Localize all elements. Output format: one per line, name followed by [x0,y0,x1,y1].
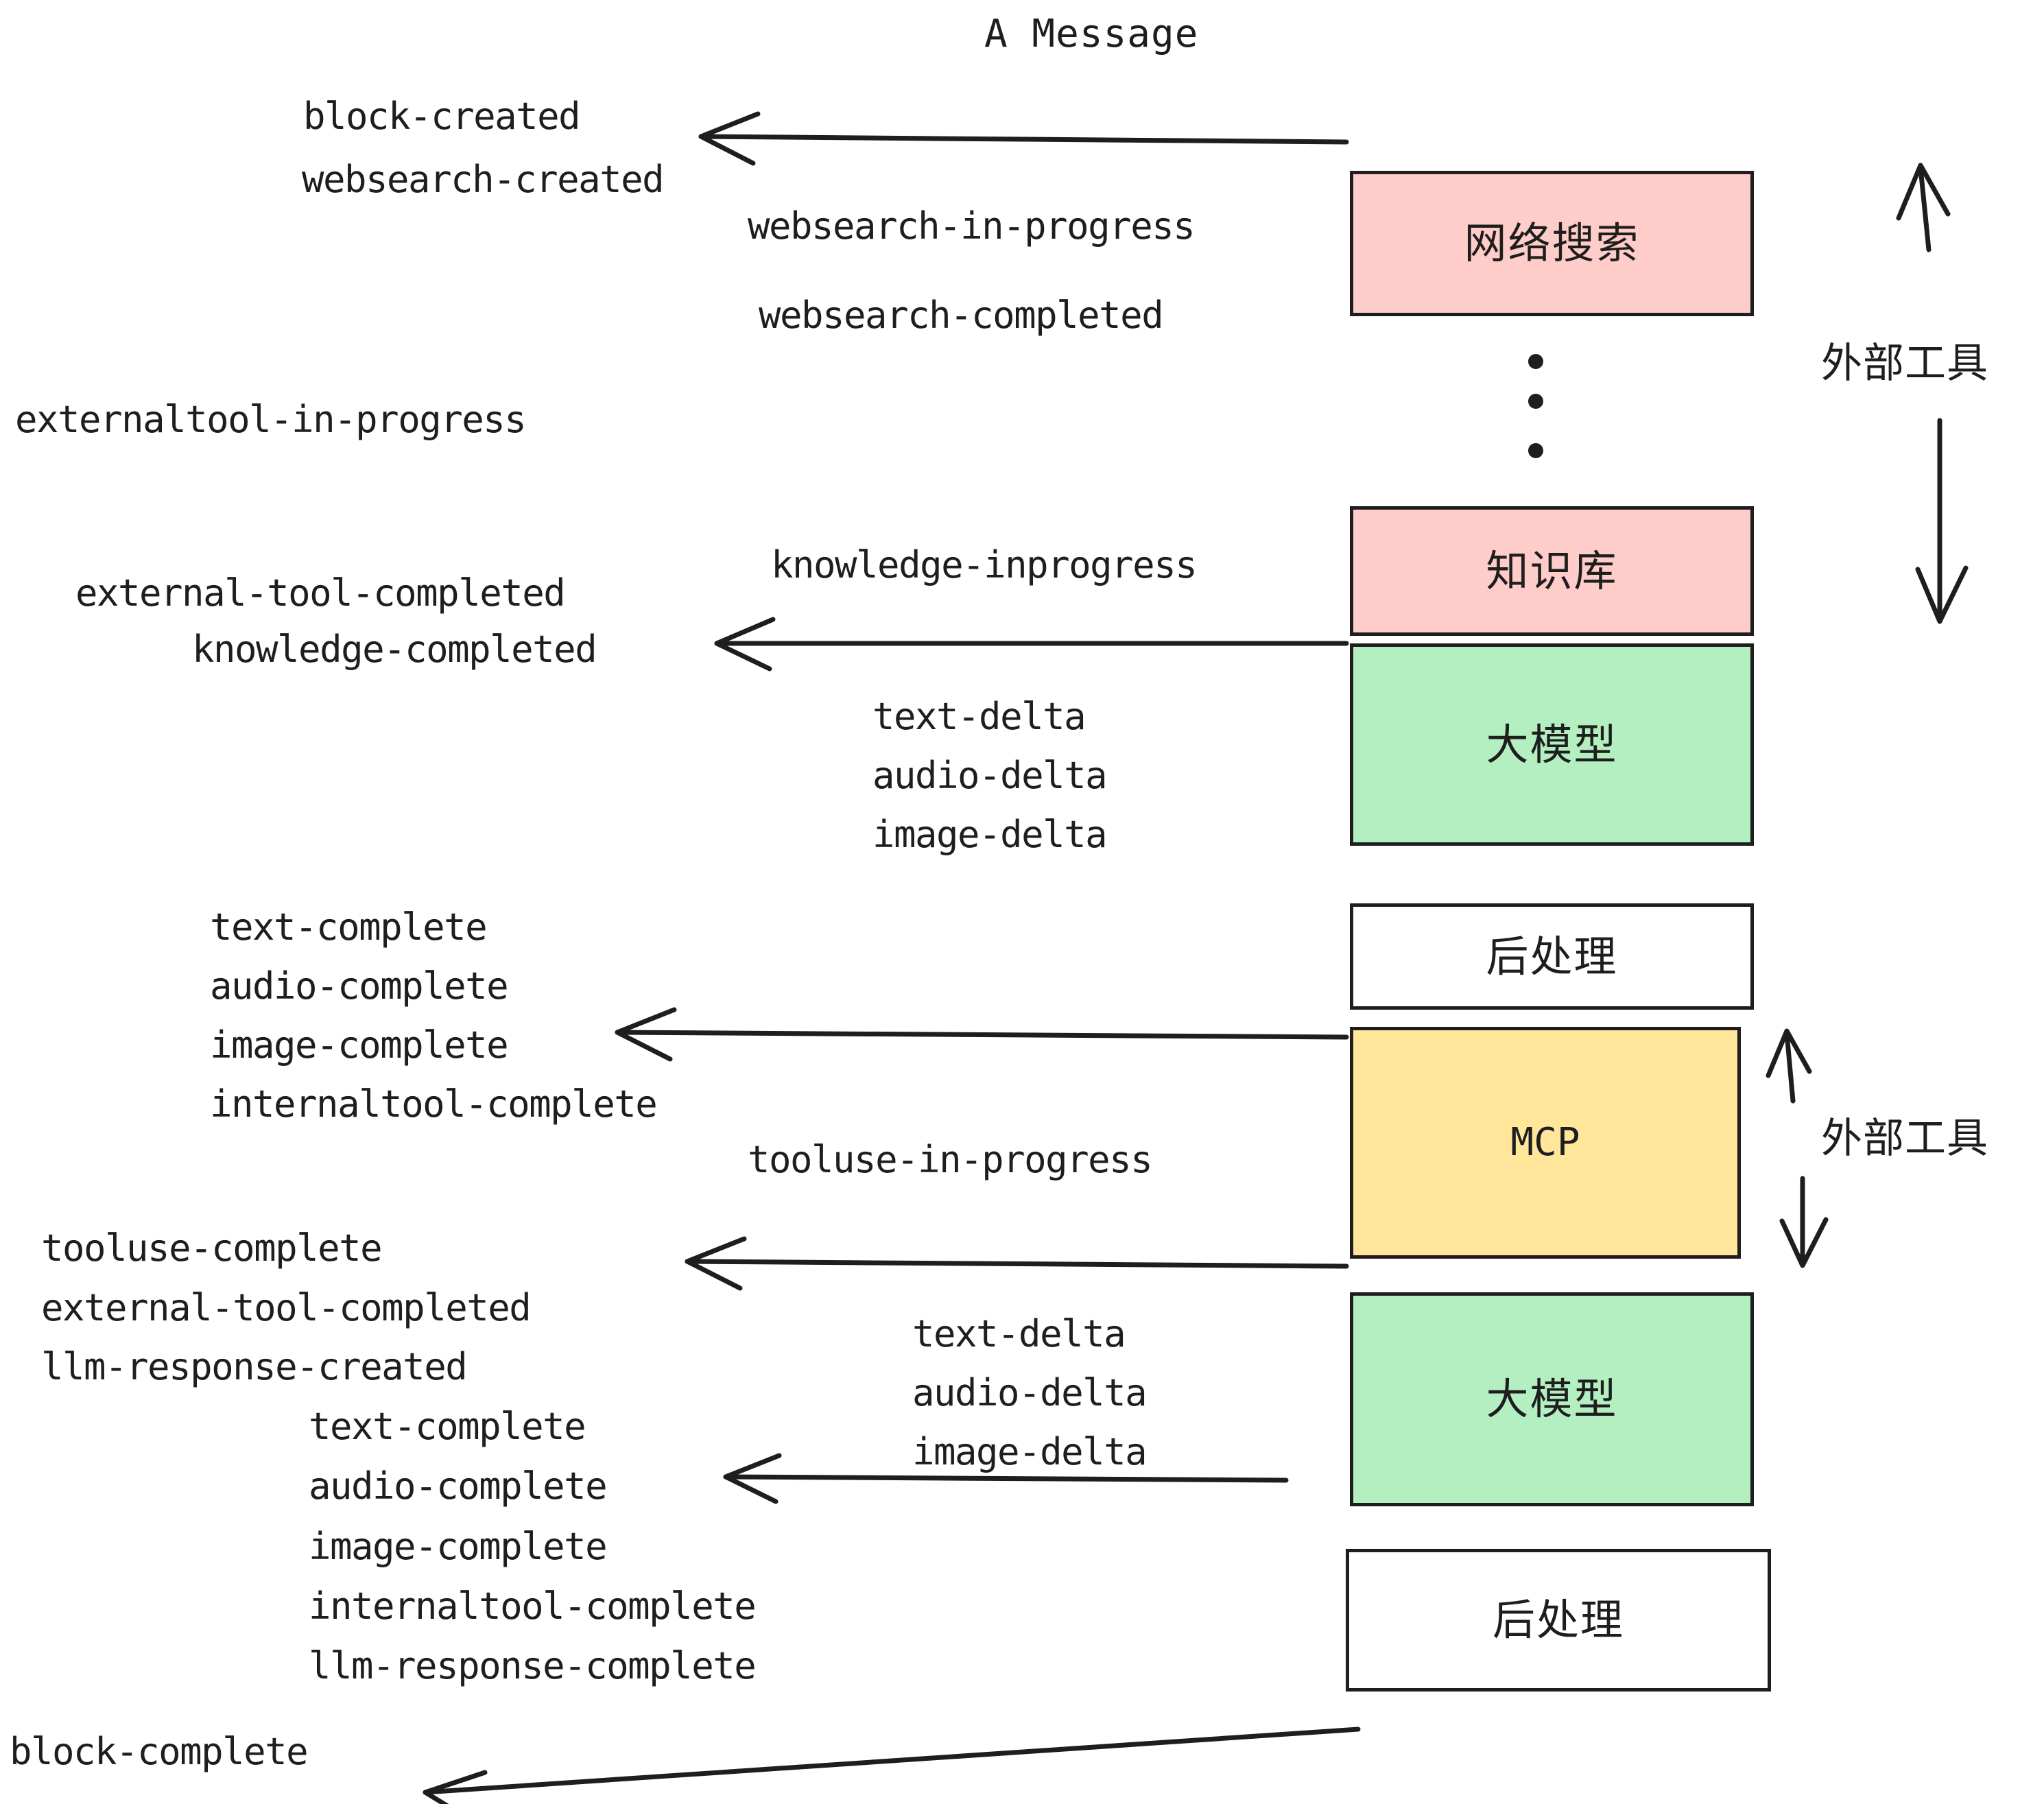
page-title: A Message [984,12,1199,56]
event-label-image-delta-2: image-delta [912,1430,1148,1473]
event-label-externaltool-in-progress: externaltool-in-progress [15,398,527,441]
event-label-audio-complete-2: audio-complete [309,1464,608,1508]
event-label-websearch-created: websearch-created [302,158,665,201]
event-label-websearch-in-progress: websearch-in-progress [748,204,1196,248]
event-label-text-delta-1: text-delta [872,695,1086,738]
event-label-tooluse-complete: tooluse-complete [41,1226,383,1270]
box-postprocess-2[interactable]: 后处理 [1346,1549,1771,1692]
arrow-knowledge-to-completed [714,617,1349,672]
event-label-block-created: block-created [303,95,581,138]
box-label-llm-1: 大模型 [1486,719,1618,770]
event-label-knowledge-completed: knowledge-completed [192,628,597,671]
box-label-postprocess-2: 后处理 [1492,1595,1624,1645]
event-label-text-delta-2: text-delta [912,1312,1126,1355]
ellipsis-dot [1528,354,1543,369]
arrow-external-tools-bottom-up [1766,1028,1812,1104]
box-label-knowledge: 知识库 [1486,545,1618,596]
event-label-audio-complete-1: audio-complete [210,964,509,1008]
event-label-internaltool-complete-2: internaltool-complete [309,1585,757,1628]
arrow-websearch-to-created [698,111,1349,166]
side-label-external-tools-top: 外部工具 [1821,340,1988,388]
event-label-external-tool-completed-1: external-tool-completed [75,571,566,615]
ellipsis-dot [1528,443,1543,458]
box-postprocess-1[interactable]: 后处理 [1350,903,1754,1010]
box-knowledge[interactable]: 知识库 [1350,506,1754,636]
event-label-audio-delta-1: audio-delta [872,754,1108,797]
event-label-llm-response-complete: llm-response-complete [309,1644,757,1687]
arrow-external-tools-bottom-down [1779,1176,1829,1268]
arrow-postprocess1-to-image-complete [615,1007,1349,1062]
event-label-image-complete-2: image-complete [309,1525,608,1568]
event-label-internaltool-complete-1: internaltool-complete [210,1082,658,1126]
event-label-websearch-completed: websearch-completed [759,294,1164,337]
event-label-audio-delta-2: audio-delta [912,1371,1148,1414]
event-label-tooluse-in-progress: tooluse-in-progress [748,1138,1153,1181]
event-label-text-complete-1: text-complete [210,905,488,949]
arrow-external-tools-top-up [1896,163,1951,252]
event-label-knowledge-inprogress: knowledge-inprogress [771,543,1198,586]
box-llm-1[interactable]: 大模型 [1350,643,1754,846]
box-mcp[interactable]: MCP [1350,1027,1741,1259]
box-label-llm-2: 大模型 [1486,1374,1618,1424]
ellipsis-dot [1528,394,1543,409]
box-label-websearch: 网络搜索 [1464,218,1640,268]
event-label-image-delta-1: image-delta [872,813,1108,856]
side-label-external-tools-bottom: 外部工具 [1821,1115,1988,1163]
box-label-postprocess-1: 后处理 [1486,931,1618,982]
box-llm-2[interactable]: 大模型 [1350,1292,1754,1506]
event-label-block-complete: block-complete [10,1730,309,1773]
arrow-external-tools-top-down [1915,418,1969,624]
arrow-mcp-to-tooluse-complete [685,1236,1349,1291]
event-label-llm-response-created: llm-response-created [41,1345,468,1388]
box-websearch[interactable]: 网络搜索 [1350,171,1754,316]
box-label-mcp: MCP [1510,1120,1580,1165]
event-label-text-complete-2: text-complete [309,1405,586,1448]
event-label-external-tool-completed-2: external-tool-completed [41,1286,532,1329]
event-label-image-complete-1: image-complete [210,1023,509,1067]
arrow-postprocess2-to-block-complete [423,1726,1361,1804]
